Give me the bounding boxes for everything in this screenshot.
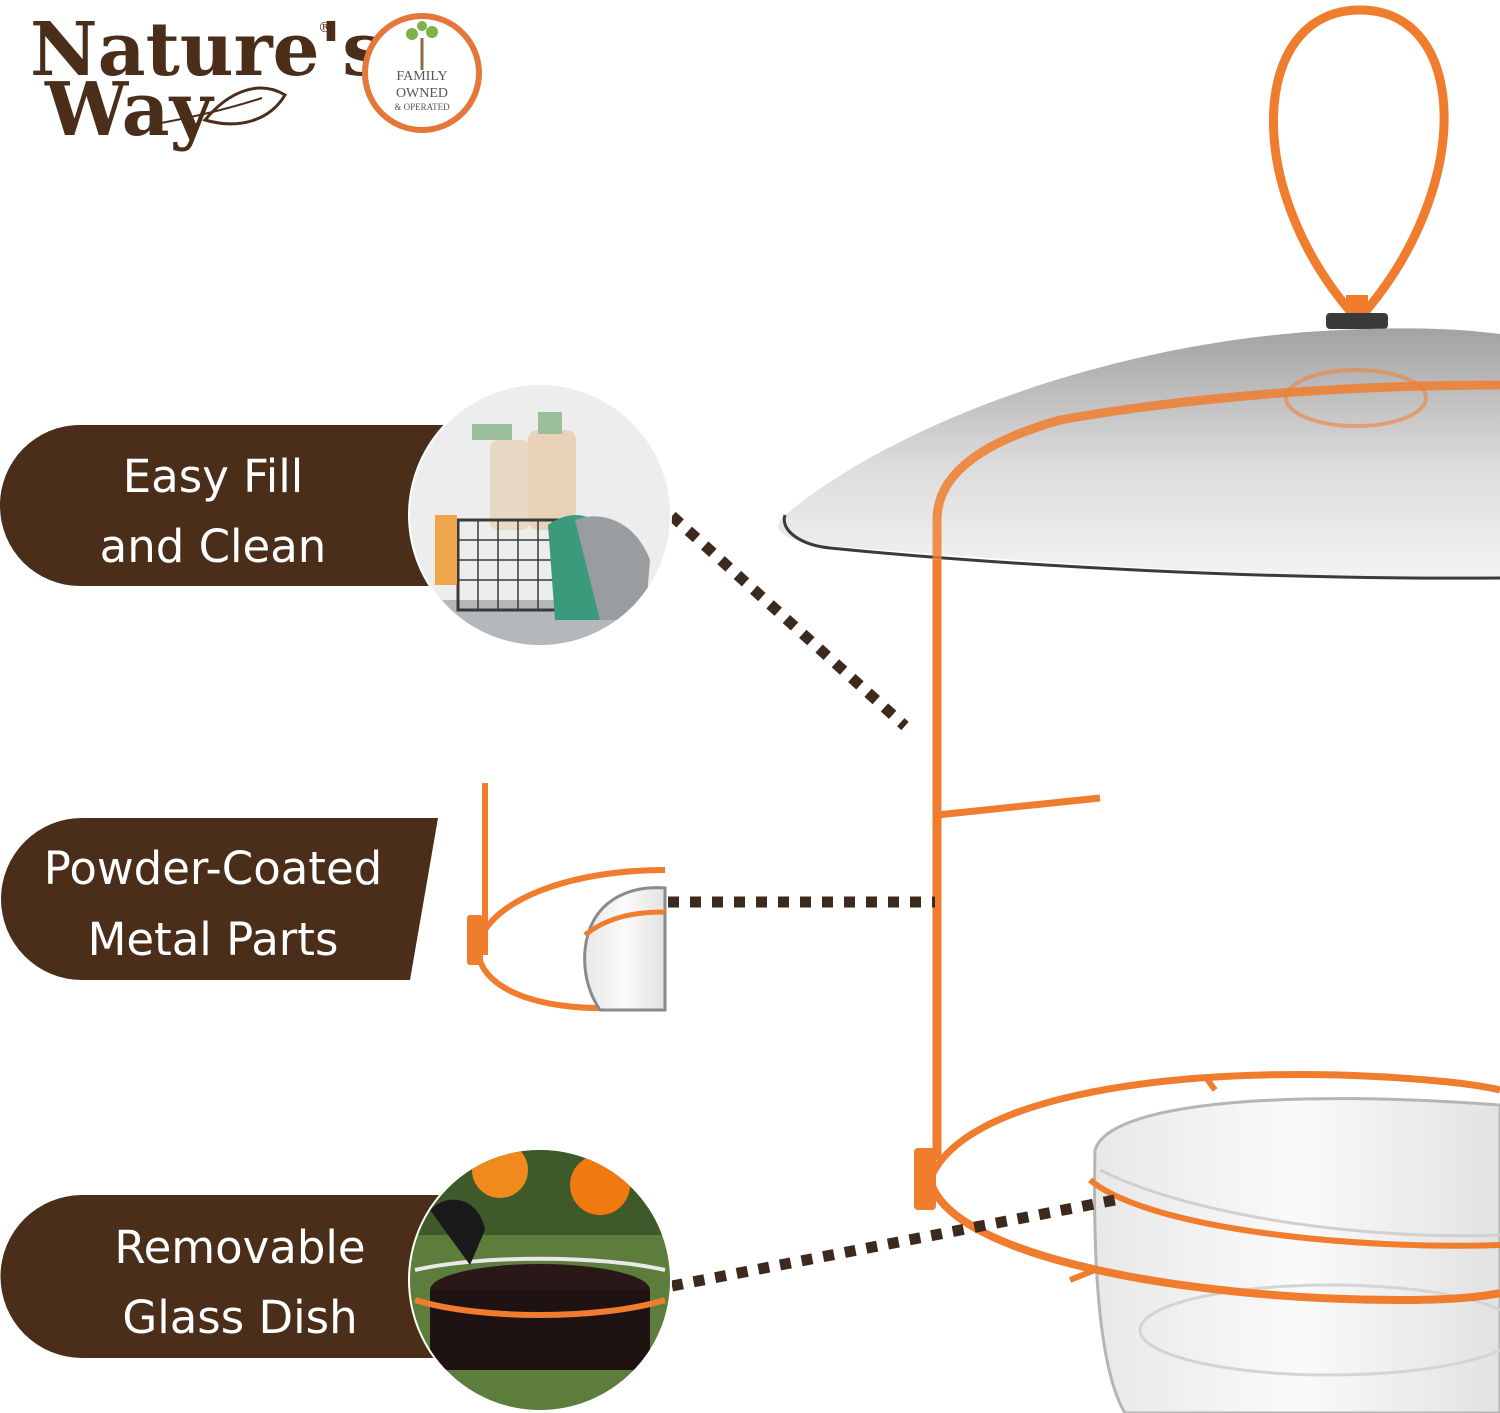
feature-metal-parts: Powder-Coated Metal Parts <box>1 783 667 1012</box>
tree-leaf-icon <box>406 28 418 40</box>
badge-line1: FAMILY <box>396 69 447 84</box>
registered-mark: ® <box>318 20 332 36</box>
feeder-illustration <box>778 5 1500 1413</box>
tree-leaf-icon <box>426 26 438 38</box>
dome-mount-ring <box>1284 368 1428 428</box>
brand-name-line1: Nature's <box>30 7 384 93</box>
spray-bottle-icon <box>490 440 530 530</box>
feature-pill <box>0 425 450 586</box>
inner-ring <box>1088 1177 1500 1249</box>
jelly-dish-photo <box>410 1150 670 1410</box>
feature-label-line2: and Clean <box>100 520 327 573</box>
brush-icon <box>435 515 457 585</box>
glass-dish-rim <box>1099 1168 1500 1238</box>
leaf-stem-icon <box>149 97 263 126</box>
ring-back <box>926 1071 1500 1182</box>
feature-glass-dish: Removable Glass Dish <box>0 1148 672 1412</box>
badge-line3: & OPERATED <box>394 102 450 112</box>
callout-lines <box>668 511 1117 1292</box>
brand-name-line2: Way <box>44 67 215 153</box>
clear-dome <box>778 328 1500 578</box>
feature-label-line2: Metal Parts <box>88 913 339 966</box>
feature-label-line1: Powder-Coated <box>44 842 382 895</box>
glass-dish <box>1093 1097 1500 1413</box>
glass-dish-base <box>1138 1283 1500 1377</box>
ring-clip <box>1202 1074 1218 1092</box>
feature-label-line2: Glass Dish <box>122 1291 357 1344</box>
feature-label-line1: Removable <box>114 1221 365 1274</box>
base-stem <box>914 1148 936 1210</box>
tree-leaf-icon <box>417 21 427 31</box>
detergent-bottle-icon <box>528 430 576 530</box>
perch <box>936 794 1101 819</box>
leaf-icon <box>202 86 288 126</box>
cap-nut <box>1326 313 1388 329</box>
feature-pill <box>0 1195 451 1358</box>
support-arm <box>932 380 1500 575</box>
brand-logo: Nature's ® Way <box>30 7 384 153</box>
feature-pill <box>1 818 438 980</box>
callout-line-dish <box>670 1194 1117 1292</box>
dome-rim <box>782 514 1500 580</box>
hanging-loop <box>1269 5 1449 327</box>
towel-icon <box>575 516 650 620</box>
spoon-icon <box>430 1199 485 1265</box>
metal-ring-illustration <box>467 783 667 1012</box>
badge-line2: OWNED <box>396 86 448 101</box>
callout-line-fill <box>668 511 909 731</box>
ring-clip <box>1068 1267 1097 1283</box>
feature-easy-fill: Easy Fill and Clean <box>0 383 672 647</box>
family-owned-badge: FAMILY OWNED & OPERATED <box>362 13 482 133</box>
cleaning-supplies-photo <box>410 385 670 645</box>
feature-label-line1: Easy Fill <box>123 450 304 503</box>
